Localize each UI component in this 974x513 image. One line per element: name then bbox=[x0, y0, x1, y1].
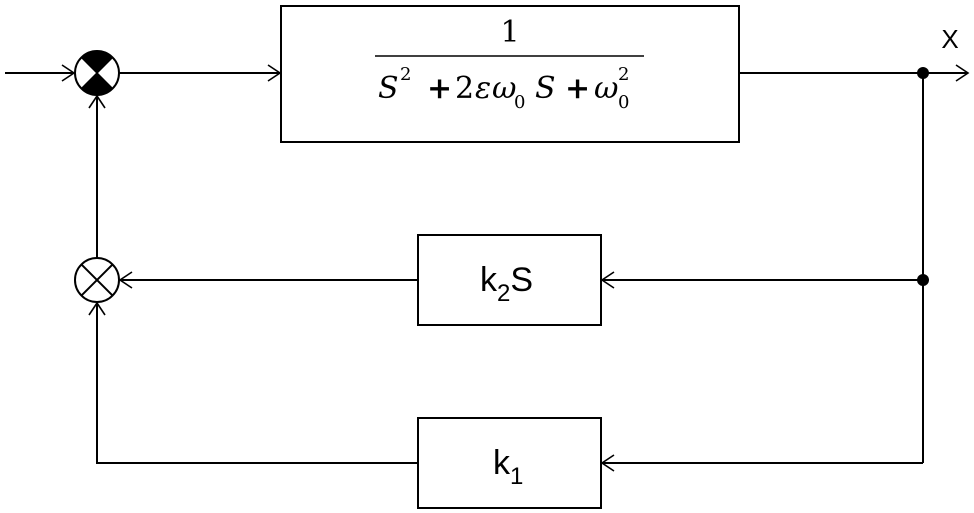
tf-epsilon: ε bbox=[475, 71, 491, 106]
tf-coef: 2 bbox=[455, 71, 474, 106]
k1-output-arrow bbox=[88, 301, 106, 316]
k2s-label: k2S bbox=[480, 261, 533, 307]
output-arrow bbox=[955, 64, 970, 82]
tf-plus-2: + bbox=[565, 71, 590, 106]
tf-exp2-2: 2 bbox=[618, 64, 629, 85]
tf-s: S bbox=[378, 71, 399, 106]
tf-sub0-1: 0 bbox=[514, 92, 525, 113]
tf-omega-2: ω bbox=[594, 71, 618, 106]
summing-junction-top bbox=[74, 50, 120, 96]
output-label: X bbox=[941, 24, 958, 54]
takeoff-node-top bbox=[917, 67, 929, 79]
k1-label: k1 bbox=[493, 444, 523, 490]
summing-junction-bottom bbox=[74, 257, 120, 303]
tf-plus-1: + bbox=[427, 71, 452, 106]
tf-denominator: S 2 + 2 ε ω 0 S + ω 2 0 bbox=[378, 64, 629, 113]
tf-numerator: 1 bbox=[500, 15, 519, 50]
feedback-sum-arrow bbox=[88, 94, 106, 109]
tf-omega-1: ω bbox=[492, 71, 516, 106]
tf-s-term: S bbox=[535, 71, 556, 106]
tf-exp2: 2 bbox=[400, 64, 411, 85]
gain-block-k1 bbox=[417, 417, 602, 509]
k1-output-line bbox=[96, 302, 418, 464]
gain-block-k2s bbox=[417, 234, 602, 326]
tf-sub0-2: 0 bbox=[618, 92, 629, 113]
